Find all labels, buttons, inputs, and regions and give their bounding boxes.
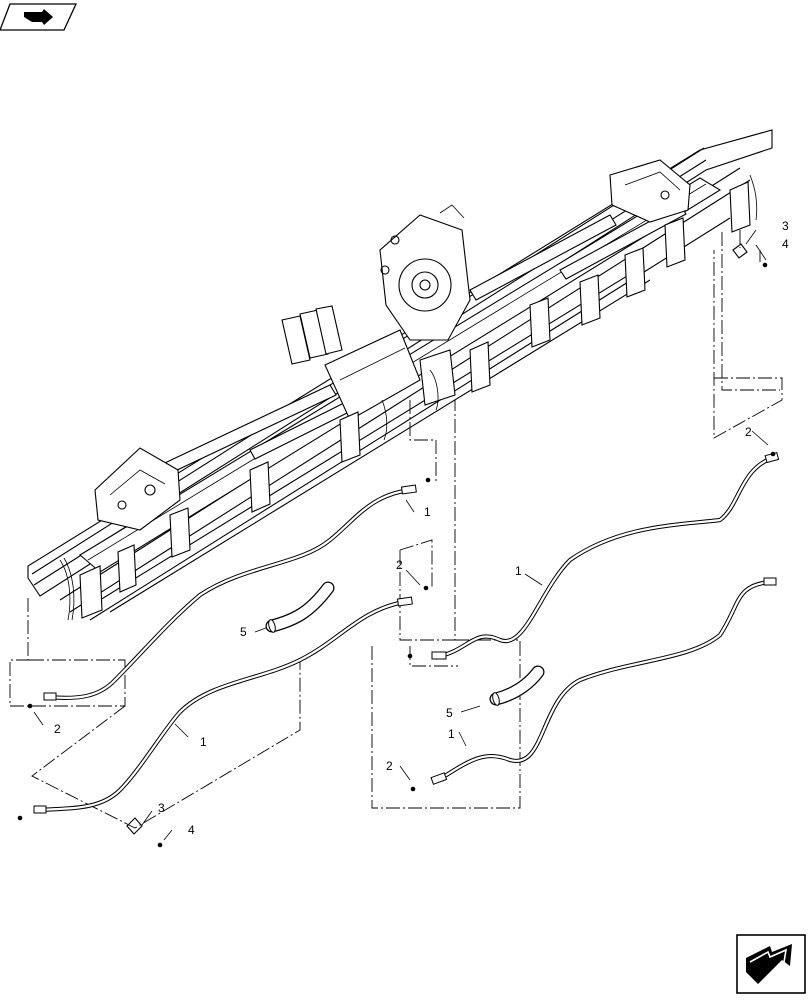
hydraulic-hose-upper-left[interactable] <box>45 487 413 701</box>
protective-sleeve-left[interactable] <box>265 581 335 633</box>
callout-hose-1b: 1 <box>200 735 207 749</box>
hydraulic-hose-lower-left[interactable] <box>37 599 407 813</box>
next-page-arrow-icon[interactable] <box>736 934 806 994</box>
hydraulic-hose-lower-right[interactable] <box>437 579 773 782</box>
callout-nut-4a: 4 <box>188 823 195 837</box>
hydraulic-hose-upper-right[interactable] <box>437 455 775 659</box>
callout-fitting-2c: 2 <box>745 425 752 439</box>
callout-fitting-2a: 2 <box>396 558 403 572</box>
callout-fitting-2d: 2 <box>386 759 393 773</box>
callout-leaders <box>33 229 769 841</box>
callout-hose-1d: 1 <box>448 727 455 741</box>
phantom-lines <box>9 230 783 829</box>
hose-end-fittings <box>33 451 780 814</box>
callout-clip-3b: 3 <box>782 219 789 233</box>
callout-hose-1c: 1 <box>515 564 522 578</box>
toolbar-frame <box>27 129 773 621</box>
callout-clip-3a: 3 <box>158 801 165 815</box>
fitting-small-parts <box>17 243 776 848</box>
callout-sleeve-5b: 5 <box>446 706 453 720</box>
callout-labels: 1 2 2 1 3 4 5 1 2 3 4 5 1 2 <box>54 219 789 837</box>
previous-page-arrow-icon[interactable] <box>0 3 78 31</box>
protective-sleeve-right[interactable] <box>489 665 545 706</box>
callout-nut-4b: 4 <box>782 237 789 251</box>
callout-hose-1a: 1 <box>424 505 431 519</box>
callout-fitting-2b: 2 <box>54 722 61 736</box>
callout-sleeve-5a: 5 <box>240 625 247 639</box>
